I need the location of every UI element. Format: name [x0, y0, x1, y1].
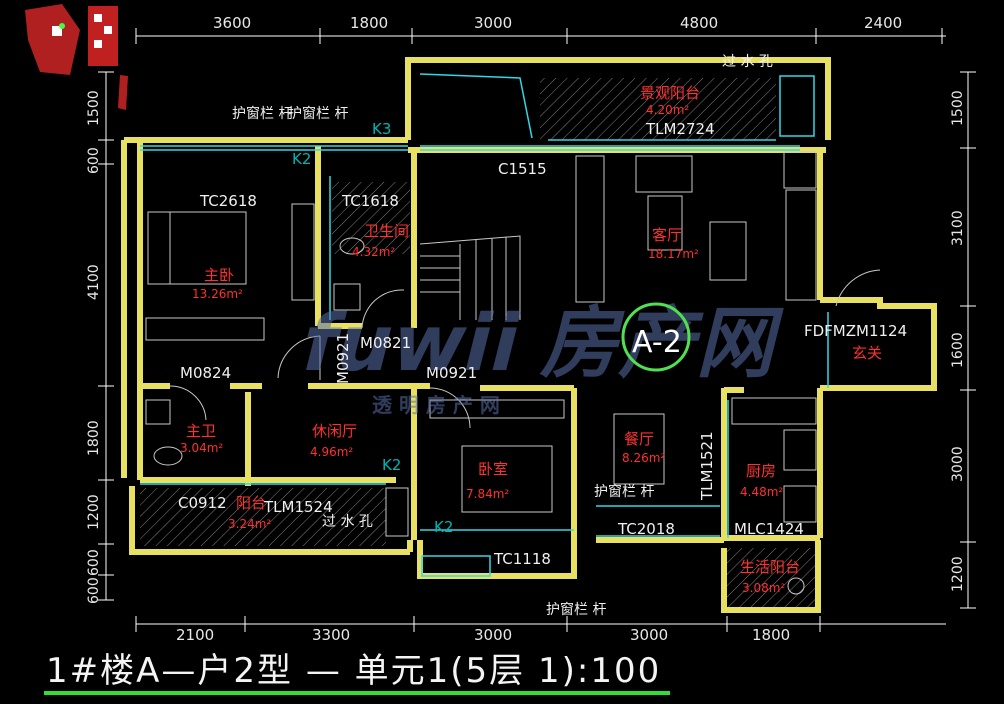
- drawing-title: 1#楼A—户2型 — 单元1(5层 1):100: [46, 651, 661, 691]
- left-dim-3: 4100: [86, 264, 102, 300]
- k-label-3: K2: [382, 456, 401, 474]
- room-name-balcony: 阳台: [236, 494, 266, 512]
- note-water-hole-1: 过 水 孔: [722, 54, 773, 70]
- note-guard-rail-3: 护窗栏 杆: [546, 601, 606, 618]
- left-dimension-line: [98, 71, 114, 601]
- bottom-dim-5: 1800: [752, 626, 790, 644]
- note-guard-rail-top: 护窗栏 杆: [232, 105, 292, 122]
- room-area-leisure: 4.96m²: [310, 445, 353, 459]
- room-name-foyer: 玄关: [852, 344, 882, 362]
- code-m0824: M0824: [180, 364, 231, 382]
- room-name-master: 主卧: [204, 266, 234, 284]
- top-dim-2: 1800: [350, 14, 388, 32]
- left-dim-4: 1800: [86, 420, 102, 456]
- right-dim-2: 3100: [950, 210, 966, 246]
- bathroom-hatch: [332, 182, 410, 254]
- note-water-hole-2: 过 水 孔: [322, 514, 373, 530]
- watermark: fuwii 房产网 透 明 房 产 网: [293, 297, 792, 417]
- bottom-dim-1: 2100: [176, 626, 214, 644]
- landscape-balcony-hatch: [540, 78, 776, 140]
- bottom-dimension-line: [135, 616, 946, 632]
- code-c1515: C1515: [498, 160, 547, 178]
- unit-tag: A-2: [621, 302, 691, 372]
- doors: [169, 269, 881, 429]
- left-dim-2: 600: [86, 147, 102, 174]
- code-tc1618: TC1618: [341, 192, 399, 210]
- room-area-balcony: 3.24m²: [228, 517, 271, 531]
- code-tc1118: TC1118: [493, 550, 551, 568]
- note-guard-rail-1: 护窗栏 杆: [288, 105, 348, 122]
- code-tc2018: TC2018: [617, 520, 675, 538]
- room-name-bedroom: 卧室: [478, 460, 508, 478]
- bottom-dim-4: 3000: [630, 626, 668, 644]
- room-area-utility-balcony: 3.08m²: [742, 581, 785, 595]
- room-name-bathroom: 卫生间: [364, 222, 409, 240]
- room-area-bedroom: 7.84m²: [466, 487, 509, 501]
- code-tlm1524: TLM1524: [263, 498, 333, 516]
- site-logo: [25, 4, 128, 110]
- room-area-kitchen: 4.48m²: [740, 485, 783, 499]
- balcony-hatch: [140, 488, 386, 546]
- room-area-landscape-balcony: 4.20m²: [646, 103, 689, 117]
- room-name-dining: 餐厅: [624, 430, 654, 448]
- exterior-walls: [121, 57, 937, 613]
- room-name-utility-balcony: 生活阳台: [740, 558, 800, 576]
- code-m0821: M0821: [360, 334, 411, 352]
- stairs: [419, 235, 521, 320]
- room-area-bathroom: 4.32m²: [352, 245, 395, 259]
- top-dim-4: 4800: [680, 14, 718, 32]
- left-dim-5: 1200: [86, 494, 102, 530]
- room-area-master-bath: 3.04m²: [180, 441, 223, 455]
- k-label-2: K2: [292, 150, 311, 168]
- room-name-landscape-balcony: 景观阳台: [640, 84, 700, 102]
- top-dimension-line: [135, 28, 946, 44]
- furniture: [145, 151, 817, 595]
- room-area-master: 13.26m²: [192, 287, 243, 301]
- right-dim-4: 3000: [950, 446, 966, 482]
- code-m0921: M0921: [426, 364, 477, 382]
- watermark-sub: 透 明 房 产 网: [372, 393, 500, 417]
- code-c0912: C0912: [178, 494, 227, 512]
- top-dim-1: 3600: [213, 14, 251, 32]
- watermark-main: fuwii 房产网: [293, 297, 792, 389]
- code-mlc1424: MLC1424: [734, 520, 804, 538]
- note-guard-rail-2: 护窗栏 杆: [594, 483, 654, 500]
- k-label-4: K2: [434, 518, 453, 536]
- right-dim-1: 1500: [950, 90, 966, 126]
- unit-tag-label: A-2: [632, 325, 682, 360]
- left-dim-7: 600: [86, 577, 102, 604]
- top-dim-5: 2400: [864, 14, 902, 32]
- code-m0921-vertical: M0921: [334, 333, 352, 384]
- left-dim-1: 1500: [86, 90, 102, 126]
- right-dim-5: 1200: [950, 556, 966, 592]
- room-area-dining: 8.26m²: [622, 451, 665, 465]
- room-name-leisure: 休闲厅: [312, 422, 357, 440]
- k-label-1: K3: [372, 120, 391, 138]
- code-tlm1521: TLM1521: [698, 431, 716, 501]
- code-tlm2724: TLM2724: [645, 120, 715, 138]
- left-dim-6: 600: [86, 549, 102, 576]
- top-dim-3: 3000: [474, 14, 512, 32]
- right-dimension-line: [960, 71, 976, 609]
- code-tc2618: TC2618: [199, 192, 257, 210]
- bottom-dim-3: 3000: [474, 626, 512, 644]
- room-name-kitchen: 厨房: [746, 462, 776, 480]
- room-area-living: 18.17m²: [648, 247, 699, 261]
- room-name-living: 客厅: [652, 226, 682, 244]
- windows: [140, 73, 829, 577]
- code-fdfmzm1124: FDFMZM1124: [804, 322, 907, 340]
- bottom-dim-2: 3300: [312, 626, 350, 644]
- right-dim-3: 1600: [950, 332, 966, 368]
- room-name-master-bath: 主卫: [186, 422, 216, 440]
